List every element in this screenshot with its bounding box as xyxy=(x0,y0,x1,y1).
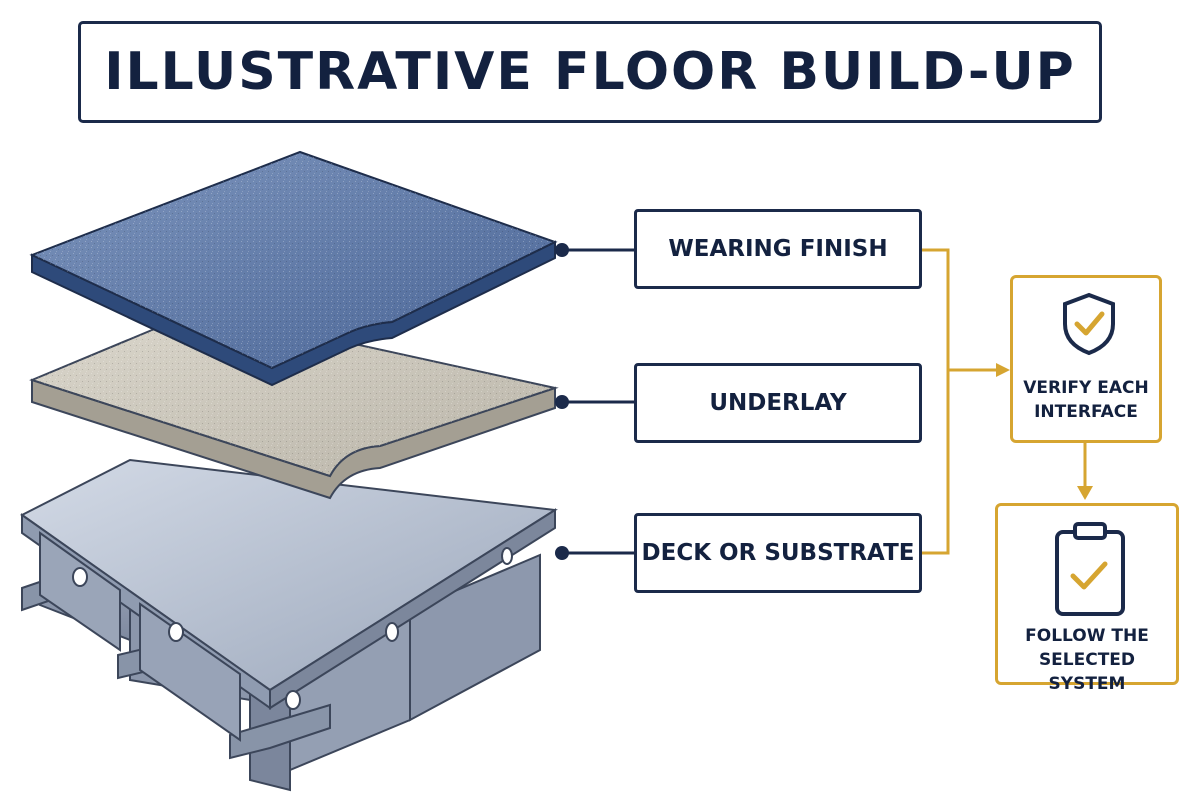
step-verify-line1: VERIFY EACH xyxy=(1023,378,1149,398)
deck-holes xyxy=(72,547,513,710)
step-verify-text: VERIFY EACH INTERFACE xyxy=(1013,376,1159,424)
step-follow-line2: SELECTED SYSTEM xyxy=(1038,650,1136,694)
step-verify-interface: VERIFY EACH INTERFACE xyxy=(1010,275,1162,443)
wearing-finish-layer xyxy=(29,150,558,387)
arrow-to-follow xyxy=(1077,486,1093,500)
title-box: ILLUSTRATIVE FLOOR BUILD-UP xyxy=(78,21,1102,123)
deck-layer xyxy=(20,458,558,792)
leader-dot-underlay xyxy=(555,395,569,409)
label-deck-text: DECK OR SUBSTRATE xyxy=(641,540,915,566)
gold-connector xyxy=(921,248,1087,555)
arrow-to-verify xyxy=(996,363,1010,377)
label-wearing-finish-text: WEARING FINISH xyxy=(668,236,888,262)
step-follow-text: FOLLOW THE SELECTED SYSTEM xyxy=(998,624,1176,696)
leader-dot-deck xyxy=(555,546,569,560)
page-title: ILLUSTRATIVE FLOOR BUILD-UP xyxy=(104,42,1076,102)
underlay-layer xyxy=(29,308,559,500)
leader-lines xyxy=(555,243,636,560)
label-wearing-finish: WEARING FINISH xyxy=(634,209,922,289)
shield-check-icon xyxy=(1063,292,1115,356)
clipboard-check-icon xyxy=(1055,522,1125,616)
step-follow-system: FOLLOW THE SELECTED SYSTEM xyxy=(995,503,1179,694)
leader-dot-finish xyxy=(555,243,569,257)
label-underlay-text: UNDERLAY xyxy=(709,390,847,416)
step-follow-line1: FOLLOW THE xyxy=(1025,626,1149,646)
label-underlay: UNDERLAY xyxy=(634,363,922,443)
label-deck-or-substrate: DECK OR SUBSTRATE xyxy=(634,513,922,593)
step-verify-line2: INTERFACE xyxy=(1034,402,1138,422)
